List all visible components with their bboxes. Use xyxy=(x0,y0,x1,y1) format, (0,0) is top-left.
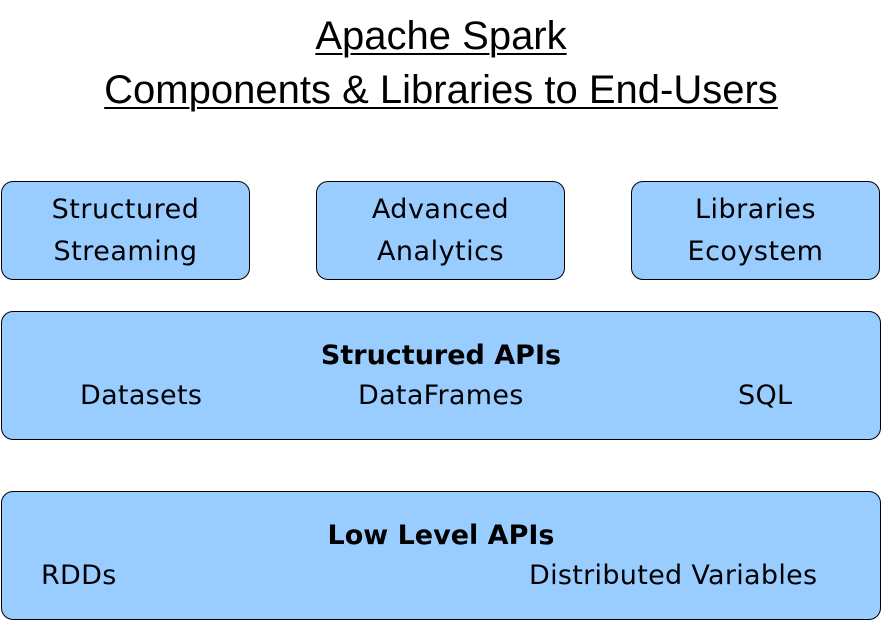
datasets-label: Datasets xyxy=(80,380,203,411)
low-level-apis-box: Low Level APIs RDDs Distributed Variable… xyxy=(1,491,881,620)
structured-streaming-label-line-2: Streaming xyxy=(53,235,198,267)
sql-label: SQL xyxy=(738,380,793,411)
diagram-title-line-2: Components & Libraries to End-Users xyxy=(104,68,778,112)
advanced-analytics-box: Advanced Analytics xyxy=(316,181,565,280)
structured-apis-box: Structured APIs Datasets DataFrames SQL xyxy=(1,311,881,440)
low-level-apis-heading: Low Level APIs xyxy=(327,520,555,551)
advanced-analytics-label-line-2: Analytics xyxy=(376,235,505,267)
libraries-ecosystem-label-line-2: Ecoystem xyxy=(687,235,824,267)
structured-streaming-box: Structured Streaming xyxy=(1,181,250,280)
structured-streaming-label-line-1: Structured xyxy=(51,193,200,225)
libraries-ecosystem-box: Libraries Ecoystem xyxy=(631,181,880,280)
rdds-label: RDDs xyxy=(41,560,117,591)
dataframes-label: DataFrames xyxy=(358,380,524,411)
advanced-analytics-label-line-1: Advanced xyxy=(371,193,510,225)
structured-apis-heading: Structured APIs xyxy=(320,340,562,371)
libraries-ecosystem-label-line-1: Libraries xyxy=(694,193,817,225)
diagram-title-line-1: Apache Spark xyxy=(315,14,567,58)
distributed-variables-label: Distributed Variables xyxy=(529,560,818,591)
